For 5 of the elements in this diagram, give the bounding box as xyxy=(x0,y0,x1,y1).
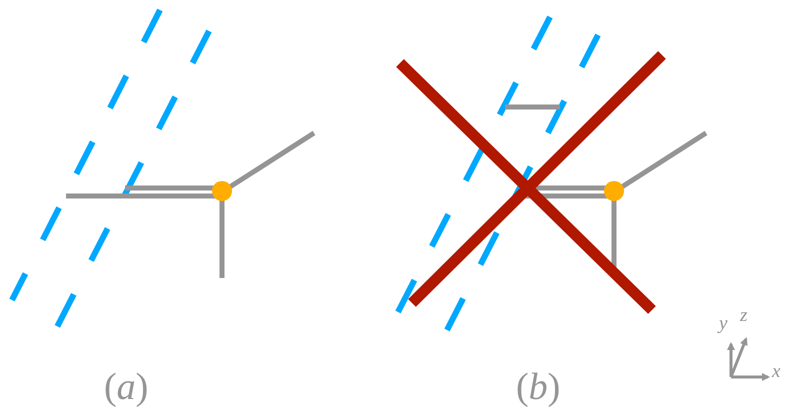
panel-label: (b) xyxy=(516,368,560,406)
axis-label: z xyxy=(740,306,748,325)
axis-label: x xyxy=(772,362,780,381)
panel-label: (a) xyxy=(104,368,148,406)
axis-label: y xyxy=(719,314,728,333)
